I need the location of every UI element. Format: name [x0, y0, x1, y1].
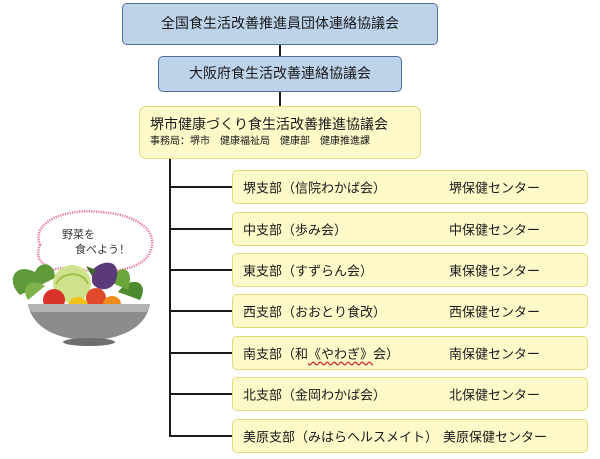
health-center-name: 東保健センター	[449, 264, 541, 280]
sakai-secretariat-text: 事務局：堺市 健康福祉局 健康部 健康推進課	[150, 135, 370, 147]
branch-name: 中支部（歩み会）	[243, 223, 348, 239]
branch-name-prefix: 南支部（和	[243, 347, 309, 363]
connector-branch-2	[169, 228, 232, 230]
branch-name: 美原支部（みはらヘルスメイト）	[243, 430, 439, 446]
branch-nishi: 西支部（おおとり食改） 西保健センター	[232, 294, 588, 328]
osaka-council-box: 大阪府食生活改善連絡協議会	[158, 56, 402, 92]
health-center-name: 堺保健センター	[449, 181, 541, 197]
branch-minami: 南支部（和《やわぎ》会） 南保健センター	[232, 336, 588, 370]
connector-branch-1	[169, 186, 232, 188]
branch-name-emphasis: 《やわぎ》	[308, 347, 374, 363]
health-center-name: 美原保健センター	[443, 430, 548, 446]
bubble-line-2: 食べよう！	[75, 242, 130, 256]
branch-name: 北支部（金岡わかば会）	[243, 388, 387, 404]
connector-branch-4	[169, 310, 232, 312]
branch-kita: 北支部（金岡わかば会） 北保健センター	[232, 377, 588, 411]
branch-sakai: 堺支部（信院わかば会） 堺保健センター	[232, 170, 588, 204]
national-council-box: 全国食生活改善推進員団体連絡協議会	[122, 3, 438, 45]
sakai-council-label: 堺市健康づくり食生活改善推進協議会	[150, 117, 388, 134]
health-center-name: 中保健センター	[449, 223, 541, 239]
branch-higashi: 東支部（すずらん会） 東保健センター	[232, 253, 588, 287]
speech-bubble-text: 野菜を 食べよう！	[56, 228, 136, 258]
health-center-name: 南保健センター	[449, 347, 541, 363]
connector-branch-7	[169, 435, 232, 437]
sakai-council-box: 堺市健康づくり食生活改善推進協議会 事務局：堺市 健康福祉局 健康部 健康推進課	[139, 106, 421, 159]
health-center-name: 西保健センター	[449, 305, 541, 321]
branch-name: 西支部（おおとり食改）	[243, 305, 387, 321]
connector-national-osaka	[279, 45, 281, 56]
national-council-label: 全国食生活改善推進員団体連絡協議会	[161, 15, 399, 32]
health-center-name: 北保健センター	[449, 388, 541, 404]
speech-bubble-icon	[36, 210, 154, 281]
connector-branch-6	[169, 393, 232, 395]
branch-name: 東支部（すずらん会）	[243, 264, 374, 280]
connector-trunk	[169, 159, 171, 437]
osaka-council-label: 大阪府食生活改善連絡協議会	[189, 65, 371, 82]
bubble-line-1: 野菜を	[62, 228, 95, 241]
connector-branch-5	[169, 352, 232, 354]
branch-name: 堺支部（信院わかば会）	[243, 181, 387, 197]
vegetable-bowl-icon	[12, 210, 154, 346]
connector-osaka-sakai	[279, 92, 281, 106]
branch-name: 南支部（和《やわぎ》会）	[243, 344, 399, 363]
branch-name-suffix: 会）	[373, 347, 400, 363]
branch-naka: 中支部（歩み会） 中保健センター	[232, 212, 588, 246]
branch-mihara: 美原支部（みはらヘルスメイト） 美原保健センター	[232, 419, 588, 453]
connector-branch-3	[169, 269, 232, 271]
